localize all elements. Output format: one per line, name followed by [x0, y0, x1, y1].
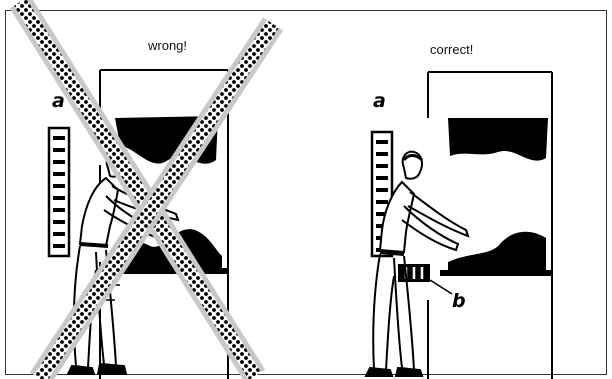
label-a-right: a [373, 90, 386, 112]
ladder-a-left [49, 128, 69, 256]
correct-caption: correct! [430, 42, 473, 57]
wrong-caption: wrong! [148, 38, 187, 53]
label-b: b [452, 290, 466, 312]
lower-opening-shape [448, 232, 546, 270]
wrong-cross-mark [20, 2, 273, 379]
label-a-left: a [52, 90, 65, 112]
upper-opening-shape [448, 118, 548, 161]
correct-panel-illustration [366, 72, 552, 379]
